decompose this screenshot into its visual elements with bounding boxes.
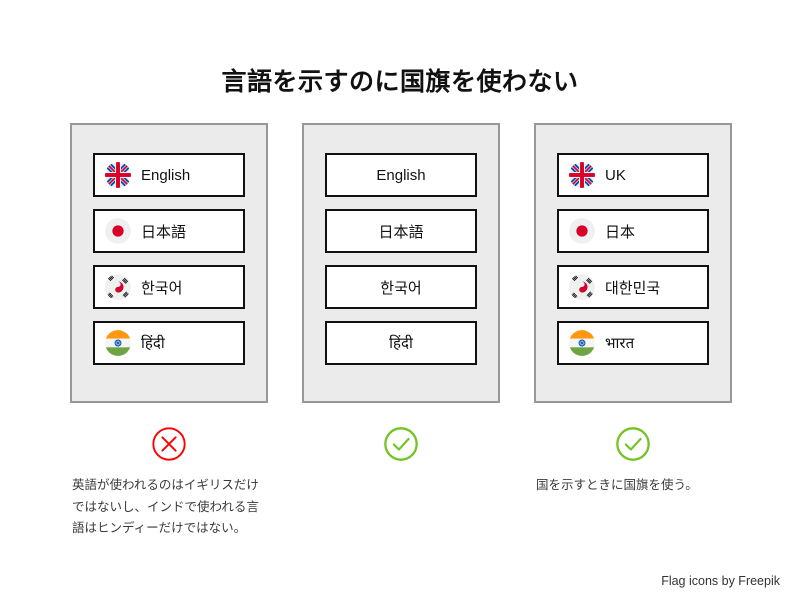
option-item[interactable]: हिंदी <box>93 321 245 365</box>
status-indicator <box>150 413 188 475</box>
attribution-footer: Flag icons by Freepik <box>661 574 780 588</box>
circle-check-icon <box>384 427 418 461</box>
option-item[interactable]: 日本語 <box>325 209 477 253</box>
column-bad-language-flags: English 日本語 한국어 <box>70 123 268 540</box>
option-item[interactable]: भारत <box>557 321 709 365</box>
option-label: 日本語 <box>141 223 187 241</box>
option-label: 日本 <box>605 223 636 241</box>
option-label: English <box>376 166 426 184</box>
status-indicator <box>382 413 420 475</box>
option-item[interactable]: 한국어 <box>325 265 477 309</box>
option-item[interactable]: English <box>325 153 477 197</box>
option-panel: English 日本語 한국어 <box>70 123 268 403</box>
option-label: English <box>141 166 191 184</box>
option-item[interactable]: 대한민국 <box>557 265 709 309</box>
option-item[interactable]: 日本語 <box>93 209 245 253</box>
option-item[interactable]: UK <box>557 153 709 197</box>
option-label: 대한민국 <box>605 279 661 297</box>
option-item[interactable]: 한국어 <box>93 265 245 309</box>
uk-flag-icon <box>569 162 595 188</box>
japan-flag-icon <box>569 218 595 244</box>
india-flag-icon <box>105 330 131 356</box>
comparison-columns: English 日本語 한국어 <box>70 123 732 540</box>
option-item[interactable]: 日本 <box>557 209 709 253</box>
circle-check-icon <box>616 427 650 461</box>
status-indicator <box>614 413 652 475</box>
option-label: हिंदी <box>141 335 165 352</box>
option-label: हिंदी <box>389 335 413 352</box>
option-item[interactable]: हिंदी <box>325 321 477 365</box>
japan-flag-icon <box>105 218 131 244</box>
option-panel: English 日本語 한국어 हिंदी <box>302 123 500 403</box>
south-korea-flag-icon <box>105 274 131 300</box>
option-panel: UK 日本 대한민국 <box>534 123 732 403</box>
option-item[interactable]: English <box>93 153 245 197</box>
option-label: भारत <box>605 335 635 352</box>
option-label: UK <box>605 166 626 184</box>
column-caption: 国を示すときに国旗を使う。 <box>536 478 698 492</box>
option-label: 한국어 <box>380 279 422 297</box>
uk-flag-icon <box>105 162 131 188</box>
column-caption: 英語が使われるのはイギリスだけではないし、インドで使われる言語はヒンディーだけで… <box>72 478 259 535</box>
south-korea-flag-icon <box>569 274 595 300</box>
option-label: 한국어 <box>141 279 183 297</box>
circle-x-icon <box>152 427 186 461</box>
page-title: 言語を示すのに国旗を使わない <box>221 68 579 96</box>
option-label: 日本語 <box>378 223 424 241</box>
column-good-country-flags: UK 日本 대한민국 <box>534 123 732 540</box>
column-good-language-text: English 日本語 한국어 हिंदी <box>302 123 500 540</box>
india-flag-icon <box>569 330 595 356</box>
